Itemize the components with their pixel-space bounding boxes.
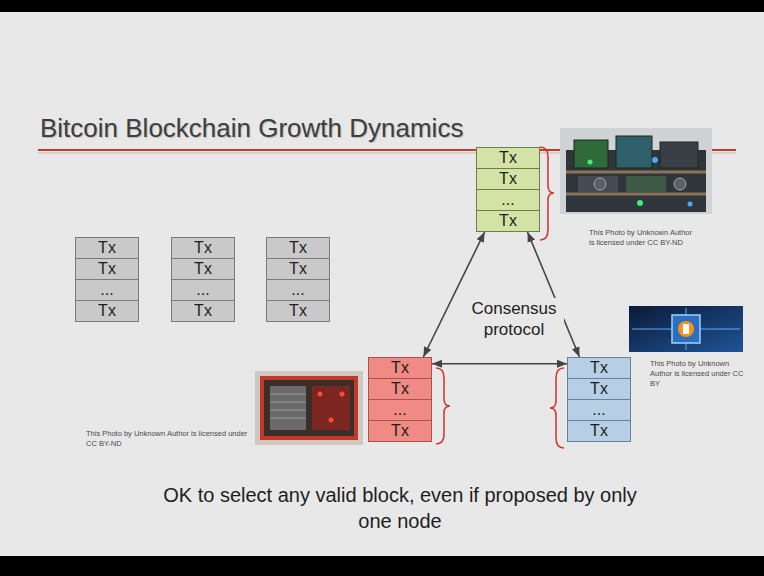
tx-row: Tx [266,237,330,259]
rig-fan [674,178,686,190]
machine-led [329,418,334,423]
tx-row: Tx [368,420,432,442]
tx-row: Tx [171,258,235,280]
machine-frame [262,378,356,438]
tx-row: Tx [567,378,631,400]
brace [436,368,450,444]
block-green: TxTx...Tx [476,147,540,232]
coin-glyph [683,324,689,334]
tx-row: Tx [266,300,330,322]
mining-machine-photo [255,371,363,445]
rig-shelf [566,171,706,174]
photo-credit: This Photo by Unknown Author is licensed… [589,228,699,248]
grille-line [270,410,306,411]
tx-row: Tx [567,357,631,379]
photo-ground [629,306,743,352]
rig-board [578,176,618,192]
rig-led [588,160,593,165]
block-grey: TxTx...Tx [171,237,235,322]
consensus-label: Consensus protocol [464,298,564,341]
machine-led [318,392,323,397]
tx-row: ... [266,279,330,301]
machine-led [340,392,345,397]
machine-panel [312,386,350,430]
slide-title: Bitcoin Blockchain Growth Dynamics [40,113,680,144]
tx-row: ... [368,399,432,421]
double-arrow [432,363,567,365]
rig-board [574,140,608,168]
block-blue: TxTx...Tx [567,357,631,442]
rig-led [688,202,693,207]
mining-rig-photo [560,128,712,214]
rig-led [652,157,658,163]
grille-line [270,418,306,419]
block-grey: TxTx...Tx [75,237,139,322]
tx-row: ... [476,189,540,211]
block-grey: TxTx...Tx [266,237,330,322]
tx-row: Tx [171,237,235,259]
photo-credit: This Photo by Unknown Author is licensed… [650,359,750,388]
rig-board [626,176,666,192]
rig-board [616,136,652,168]
photo-credit: This Photo by Unknown Author is licensed… [86,429,251,449]
brace [540,147,554,240]
slide-caption: OK to select any valid block, even if pr… [150,482,650,534]
bitcoin-chip-photo [629,306,743,352]
tx-row: Tx [476,210,540,232]
rig-fan [594,178,606,190]
tx-row: Tx [476,168,540,190]
rig-shelf [566,193,706,196]
tx-row: ... [567,399,631,421]
machine-grille [270,386,306,430]
grille-line [270,402,306,403]
tx-row: Tx [266,258,330,280]
brace [550,368,564,448]
tx-row: Tx [567,420,631,442]
grille-line [270,394,306,395]
tx-row: ... [75,279,139,301]
tx-row: Tx [75,258,139,280]
rig-led [637,200,643,206]
block-red: TxTx...Tx [368,357,432,442]
rig-board [660,142,698,168]
coin-mark [678,321,694,337]
tx-row: Tx [171,300,235,322]
photo-ground [255,371,363,445]
chip [672,315,700,343]
tx-row: Tx [368,378,432,400]
tx-row: ... [171,279,235,301]
tx-row: Tx [75,300,139,322]
tx-row: Tx [476,147,540,169]
photo-ground [560,128,712,214]
tx-row: Tx [368,357,432,379]
tx-row: Tx [75,237,139,259]
slide-ground [0,12,764,556]
